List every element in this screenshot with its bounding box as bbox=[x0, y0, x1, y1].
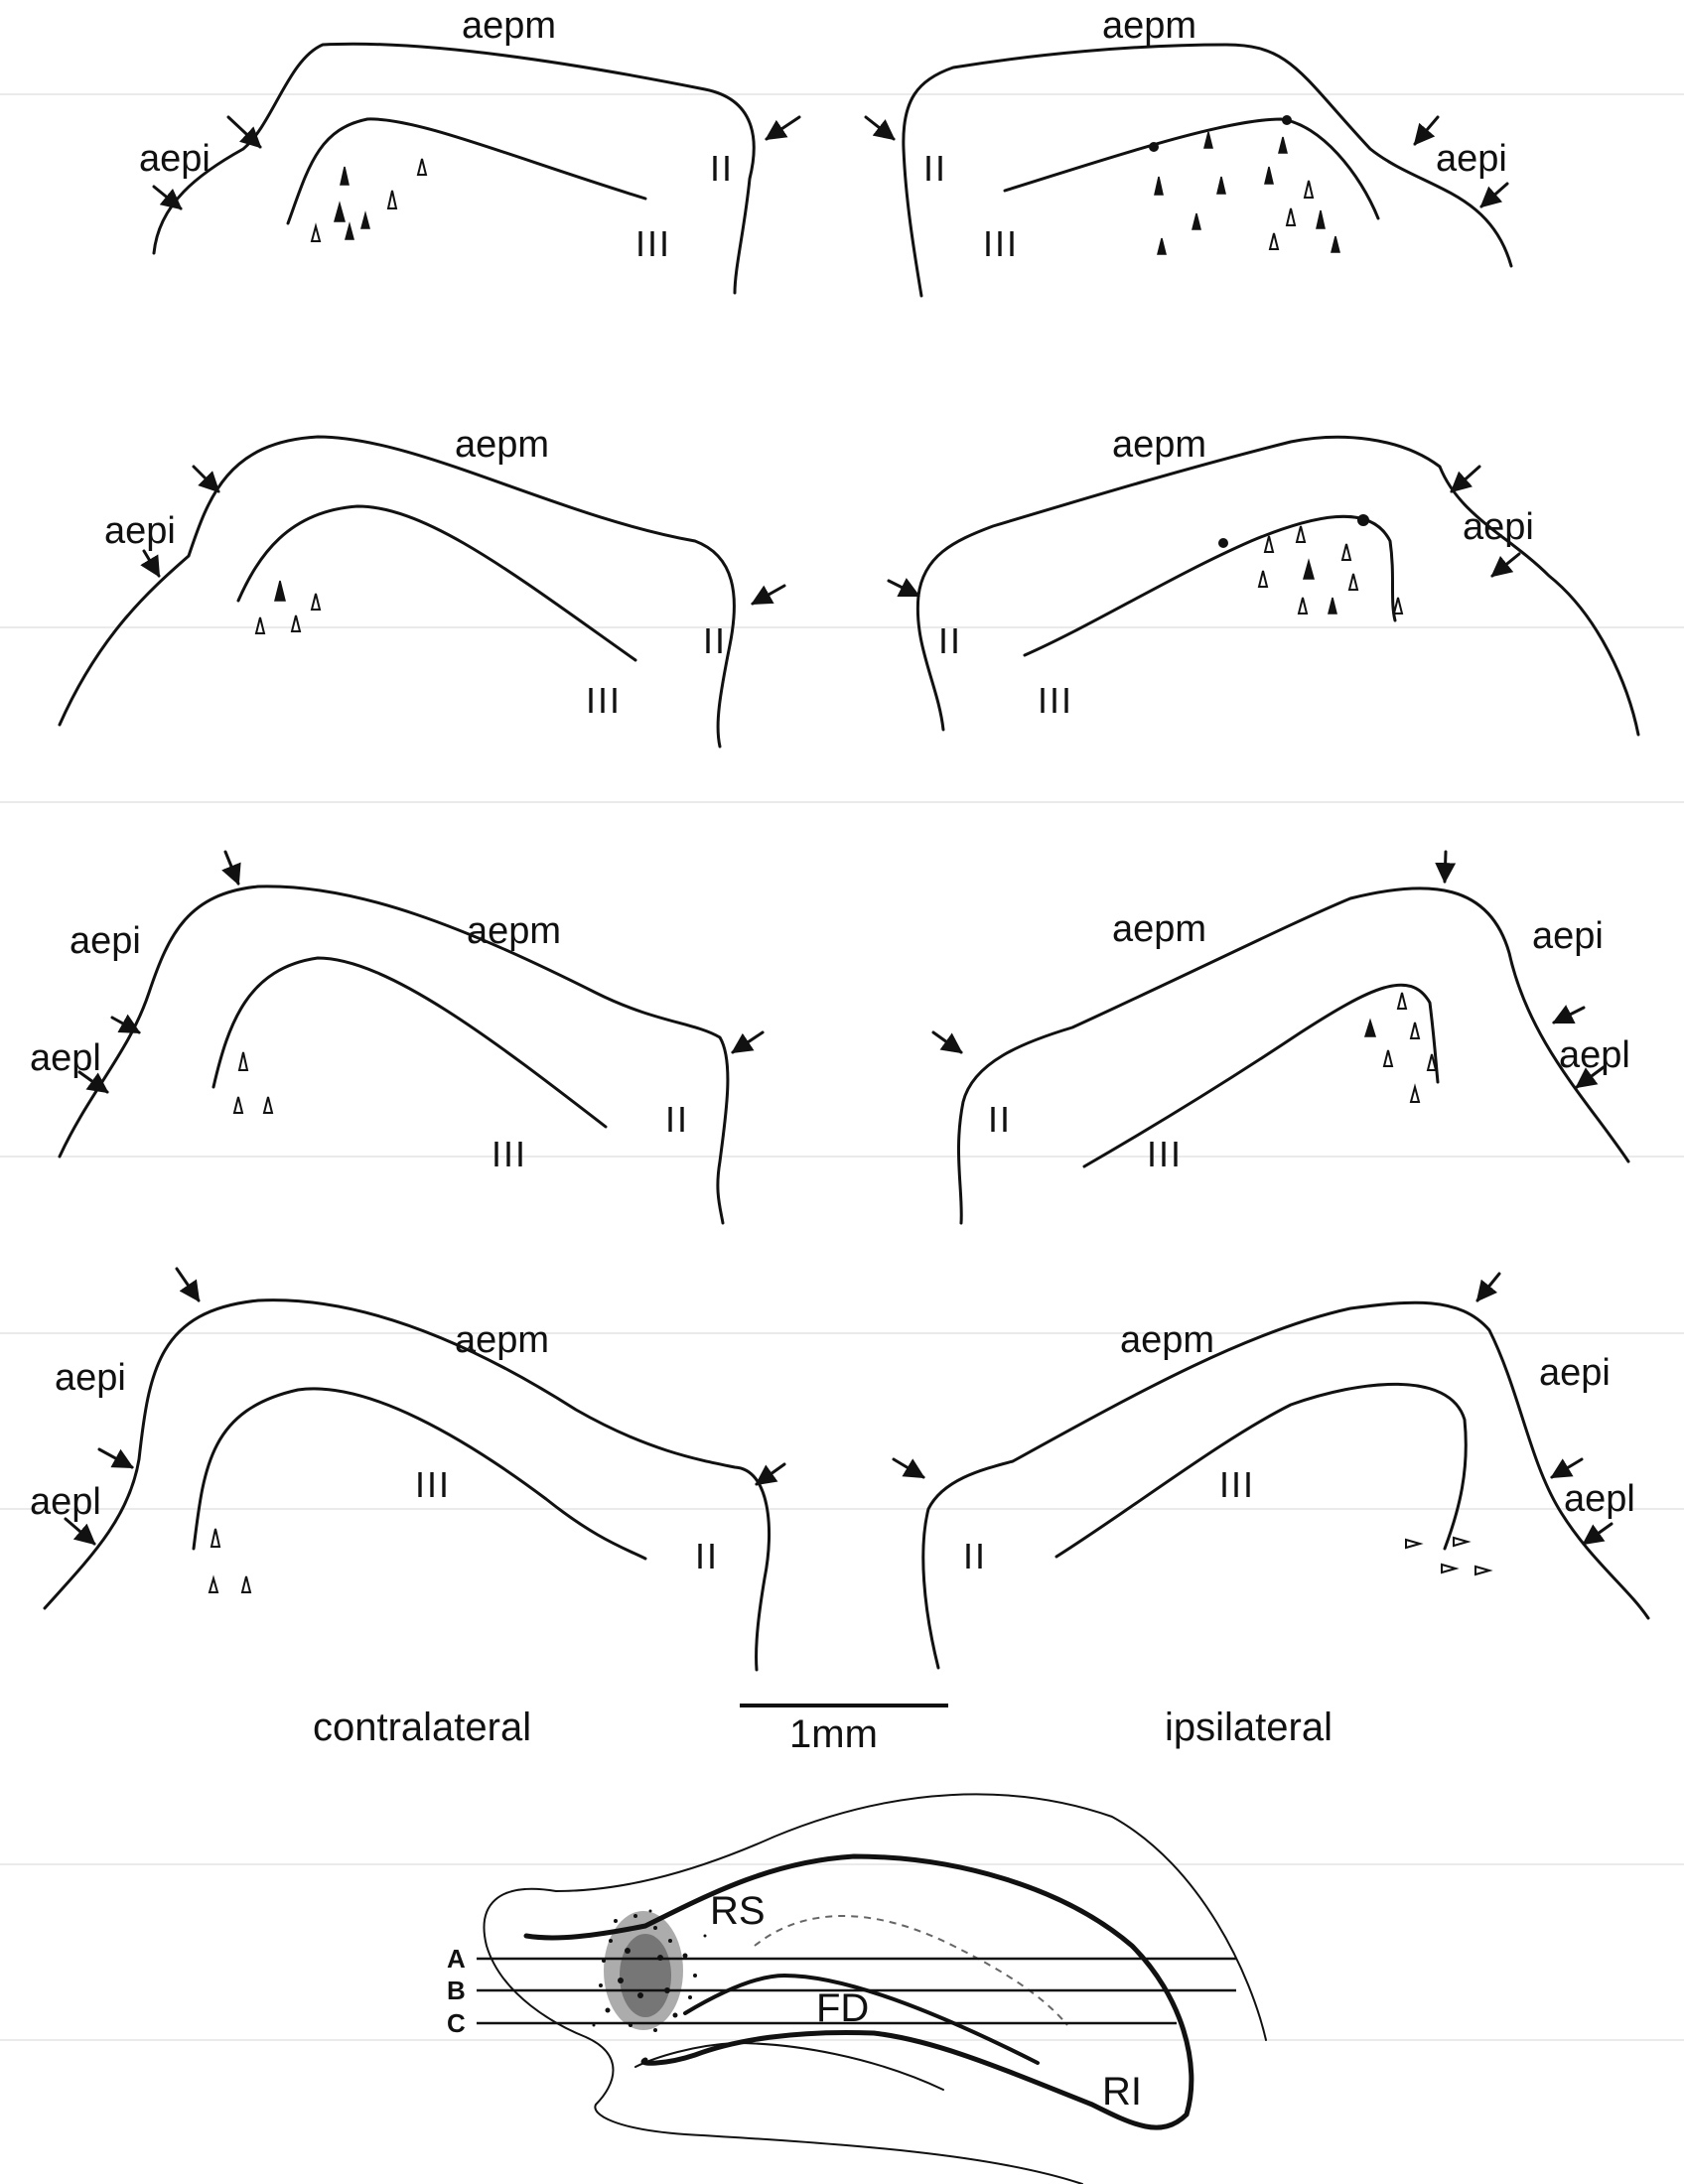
arrow-icon bbox=[175, 1267, 201, 1302]
ri-label: RI bbox=[1102, 2070, 1142, 2114]
arrow-icon bbox=[931, 1030, 963, 1054]
cell-markers bbox=[254, 580, 322, 634]
aepi-label: aepi bbox=[1436, 138, 1507, 180]
layer-iii-label: III bbox=[1038, 680, 1073, 721]
layer-iii-label: III bbox=[635, 223, 671, 264]
hippocampus-schematic: A B C RS FD RI bbox=[447, 1793, 1267, 2184]
layer-ii-label: II bbox=[938, 620, 962, 661]
level-label-b: B bbox=[447, 1976, 466, 2005]
arrow-icon bbox=[64, 1517, 96, 1546]
layer-iii-label: III bbox=[415, 1464, 451, 1505]
rs-label: RS bbox=[710, 1889, 766, 1933]
aepi-label: aepi bbox=[55, 1357, 126, 1399]
aepl-label: aepl bbox=[1564, 1478, 1635, 1520]
arrow-icon bbox=[97, 1447, 134, 1469]
section-row2-contralateral: aepm aepi II III bbox=[58, 424, 786, 749]
arrow-icon bbox=[1550, 1457, 1584, 1479]
level-label-c: C bbox=[447, 2008, 466, 2038]
arrow-icon bbox=[731, 1030, 765, 1054]
layer-ii-label: II bbox=[695, 1536, 719, 1576]
aepl-label: aepl bbox=[30, 1037, 101, 1079]
arrow-icon bbox=[751, 584, 786, 606]
cell-markers bbox=[1363, 992, 1438, 1103]
layer-ii-label: II bbox=[710, 148, 734, 189]
layer-ii-label: II bbox=[923, 148, 947, 189]
aepi-label: aepi bbox=[104, 510, 176, 552]
aepm-label: aepm bbox=[467, 910, 561, 952]
cell-markers bbox=[1154, 131, 1340, 255]
arrow-icon bbox=[765, 115, 801, 141]
layer-iii-label: III bbox=[1219, 1464, 1255, 1505]
layer-iii-label: III bbox=[586, 680, 622, 721]
cell-markers bbox=[208, 1528, 252, 1593]
aepm-label: aepm bbox=[1102, 5, 1196, 47]
stipple-region bbox=[592, 1909, 707, 2032]
level-label-a: A bbox=[447, 1944, 466, 1974]
aepl-label: aepl bbox=[30, 1481, 101, 1523]
arrow-icon bbox=[110, 1014, 141, 1034]
section-row3-contralateral: aepm aepi aepl II III bbox=[30, 850, 765, 1225]
cell-markers bbox=[310, 158, 428, 242]
aepi-label: aepi bbox=[1539, 1352, 1611, 1394]
arrow-icon bbox=[1479, 182, 1509, 208]
cell-markers bbox=[232, 1051, 274, 1114]
layer-ii-label: II bbox=[963, 1536, 987, 1576]
caption-contralateral: contralateral bbox=[313, 1706, 531, 1749]
section-row4-contralateral: aepm aepi aepl II III bbox=[30, 1267, 786, 1672]
arrow-icon bbox=[892, 1457, 925, 1479]
aepi-label: aepi bbox=[1532, 915, 1604, 957]
arrow-icon bbox=[221, 850, 241, 886]
section-row3-ipsilateral: aepm aepi aepl II III bbox=[931, 850, 1630, 1225]
aepi-label: aepi bbox=[1463, 506, 1534, 548]
fd-label: FD bbox=[816, 1986, 869, 2030]
layer-iii-label: III bbox=[491, 1134, 527, 1174]
layer-iii-label: III bbox=[1147, 1134, 1183, 1174]
arrow-icon bbox=[1490, 552, 1521, 578]
arrow-icon bbox=[864, 115, 896, 141]
arrow-icon bbox=[887, 578, 920, 598]
aepl-label: aepl bbox=[1559, 1034, 1630, 1076]
background-guide-lines bbox=[0, 93, 1684, 2041]
arrow-icon bbox=[77, 1070, 109, 1094]
arrow-icon bbox=[140, 549, 161, 578]
arrow-icon bbox=[1582, 1522, 1614, 1546]
caption-ipsilateral: ipsilateral bbox=[1165, 1706, 1333, 1749]
arrow-icon bbox=[755, 1462, 786, 1486]
arrow-icon bbox=[152, 185, 183, 210]
arrow-icon bbox=[1475, 1272, 1501, 1302]
aepm-label: aepm bbox=[462, 5, 556, 47]
section-row2-ipsilateral: aepm aepi II III bbox=[887, 424, 1640, 737]
aepm-label: aepm bbox=[455, 424, 549, 466]
aepi-label: aepi bbox=[139, 138, 210, 180]
arrow-icon bbox=[226, 115, 262, 149]
aepm-label: aepm bbox=[455, 1319, 549, 1361]
layer-ii-label: II bbox=[665, 1099, 689, 1140]
aepm-label: aepm bbox=[1112, 424, 1206, 466]
section-row1-ipsilateral: aepm aepi II III bbox=[864, 5, 1513, 298]
aepm-label: aepm bbox=[1112, 908, 1206, 950]
section-row4-ipsilateral: aepm aepi aepl II III bbox=[892, 1272, 1650, 1670]
aepm-label: aepm bbox=[1120, 1319, 1214, 1361]
section-row1-contralateral: aepm aepi II III bbox=[139, 5, 801, 295]
cell-markers bbox=[1257, 525, 1404, 614]
arrow-icon bbox=[192, 465, 220, 493]
arrow-icon bbox=[1435, 850, 1457, 885]
layer-ii-label: II bbox=[988, 1099, 1012, 1140]
cell-markers bbox=[1405, 1536, 1493, 1576]
arrow-icon bbox=[1575, 1065, 1606, 1089]
aepi-label: aepi bbox=[70, 920, 141, 962]
layer-iii-label: III bbox=[983, 223, 1019, 264]
arrow-icon bbox=[1552, 1005, 1586, 1024]
scale-bar-label: 1mm bbox=[789, 1712, 878, 1756]
arrow-icon bbox=[1450, 465, 1481, 493]
arrow-icon bbox=[1413, 115, 1440, 146]
layer-ii-label: II bbox=[703, 620, 727, 661]
